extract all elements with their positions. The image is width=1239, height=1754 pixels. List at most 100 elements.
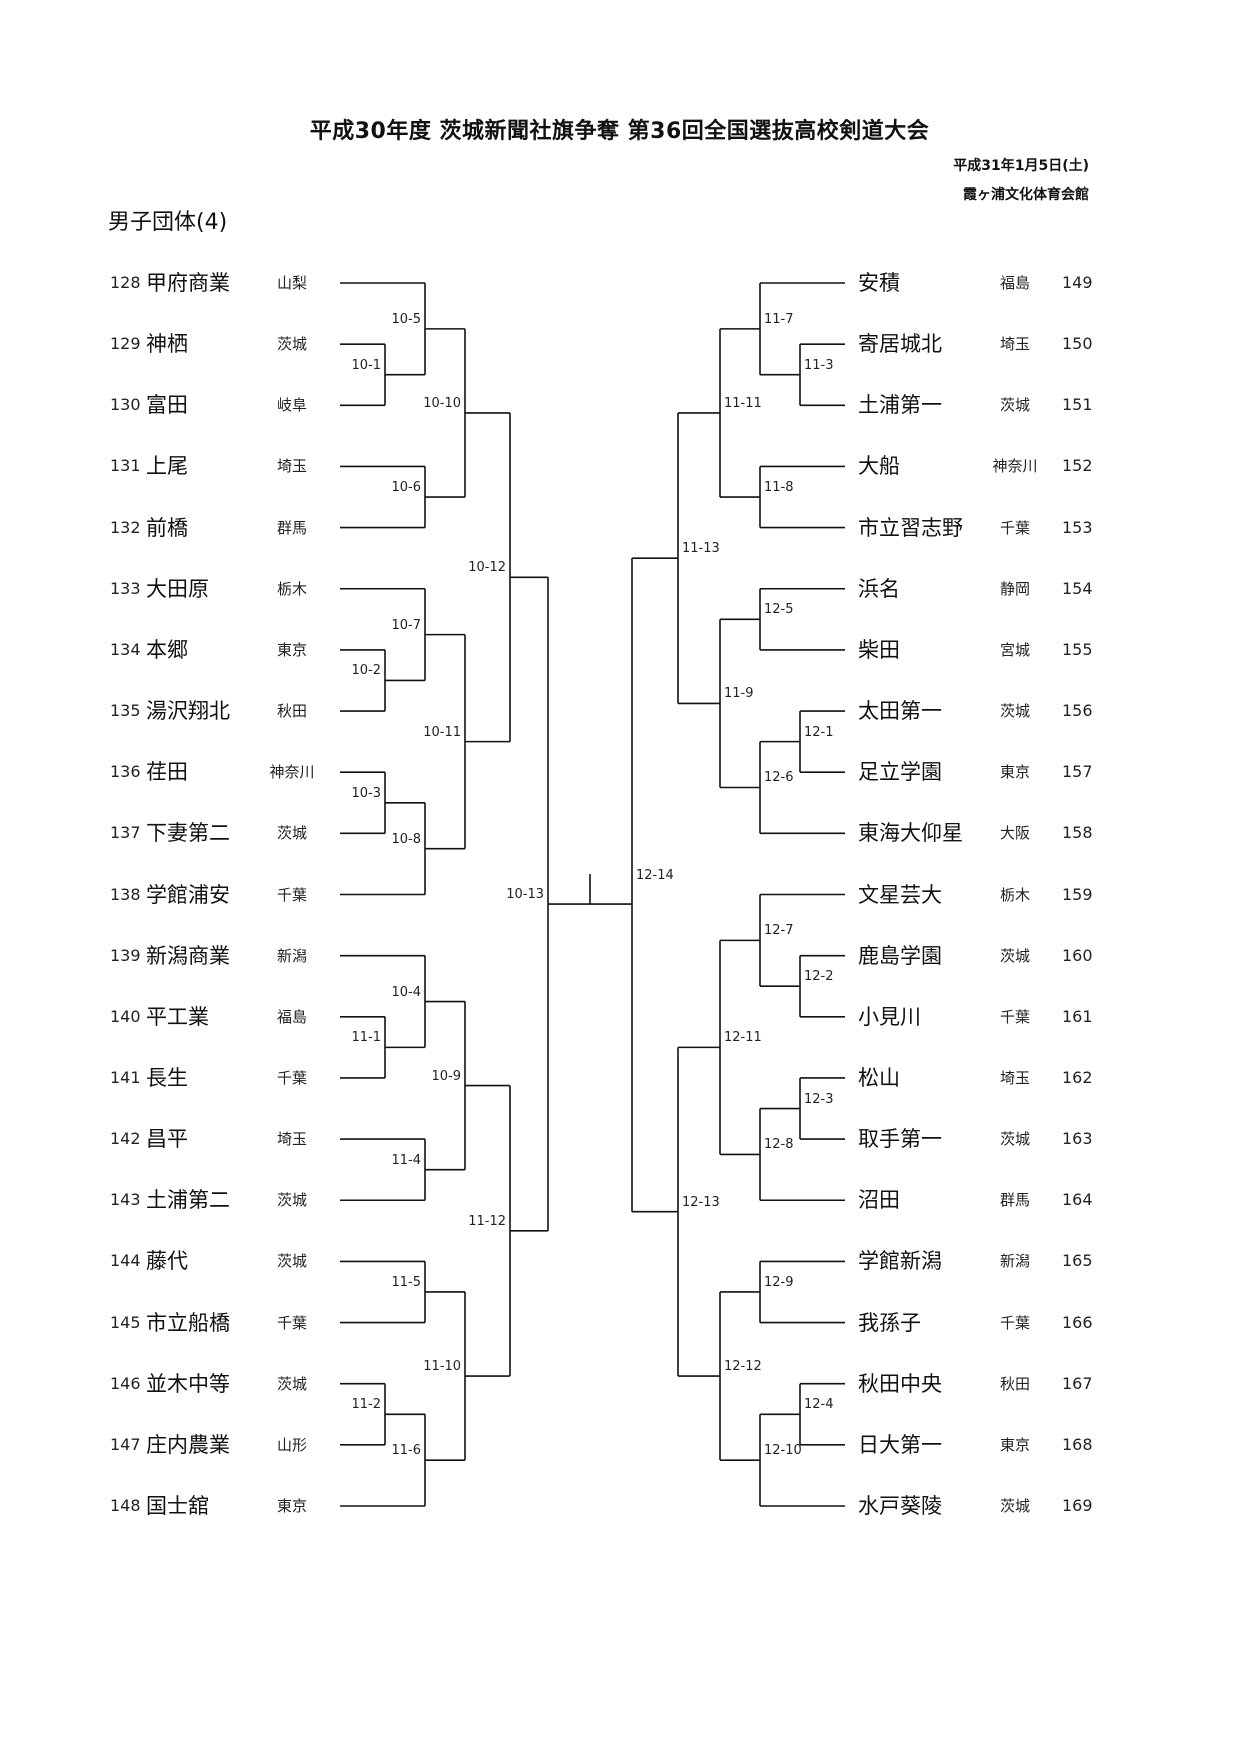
event-date: 平成31年1月5日(土) [953, 158, 1089, 174]
school-name: 市立船橋 [146, 1310, 230, 1335]
match-label: 10-7 [391, 617, 421, 633]
prefecture: 茨城 [276, 335, 307, 354]
entry-number: 157 [1062, 762, 1093, 782]
entry-number: 149 [1062, 273, 1093, 292]
prefecture: 茨城 [999, 946, 1030, 965]
match-label: 10-5 [391, 311, 421, 327]
match-label: 11-12 [468, 1213, 506, 1229]
match-label: 12-9 [764, 1274, 794, 1290]
school-name: 柴田 [858, 637, 900, 662]
entry-number: 131 [110, 456, 141, 476]
match-label: 12-13 [682, 1194, 720, 1210]
match-label: 10-1 [351, 357, 381, 373]
entry-number: 138 [110, 884, 141, 904]
prefecture: 神奈川 [992, 457, 1038, 476]
entry-number: 141 [110, 1067, 141, 1087]
school-name: 土浦第一 [858, 393, 942, 418]
entry-number: 148 [110, 1496, 141, 1515]
prefecture: 宮城 [999, 640, 1030, 659]
prefecture: 静岡 [999, 579, 1030, 598]
school-name: 秋田中央 [858, 1371, 942, 1396]
school-name: 学館新潟 [858, 1249, 942, 1274]
school-name: 大田原 [146, 576, 209, 601]
prefecture: 埼玉 [999, 335, 1030, 354]
match-label: 12-5 [764, 602, 794, 618]
prefecture: 群馬 [276, 518, 307, 537]
entry-number: 147 [110, 1434, 141, 1454]
school-name: 取手第一 [858, 1127, 942, 1152]
prefecture: 茨城 [276, 1374, 307, 1393]
entry-number: 160 [1062, 945, 1093, 965]
school-name: 沼田 [858, 1188, 900, 1213]
prefecture: 茨城 [999, 1497, 1030, 1515]
entry-number: 137 [110, 823, 141, 843]
prefecture: 千葉 [276, 1068, 307, 1087]
school-name: 足立学園 [858, 760, 942, 785]
entry-number: 155 [1062, 639, 1093, 659]
prefecture: 埼玉 [999, 1068, 1030, 1087]
match-label: 12-6 [764, 770, 794, 786]
match-label: 12-2 [804, 969, 834, 985]
prefecture: 千葉 [999, 518, 1030, 537]
section-heading: 男子団体(4) [108, 210, 228, 235]
match-label: 12-8 [764, 1137, 794, 1153]
entry-number: 143 [110, 1190, 141, 1210]
school-name: 平工業 [146, 1004, 209, 1029]
entry-row: 足立学園 東京 157 [0, 759, 1239, 785]
match-label: 10-11 [423, 724, 461, 740]
school-name: 浜名 [858, 576, 900, 601]
entry-number: 144 [110, 1251, 141, 1271]
prefecture: 群馬 [999, 1191, 1030, 1210]
entry-number: 167 [1062, 1373, 1093, 1393]
entry-number: 145 [110, 1312, 141, 1332]
school-name: 並木中等 [146, 1371, 230, 1396]
entry-number: 128 [110, 273, 141, 292]
school-name: 甲府商業 [146, 271, 230, 295]
match-label: 11-3 [804, 357, 834, 373]
tournament-title: 平成30年度 茨城新聞社旗争奪 第36回全国選抜高校剣道大会 [309, 119, 930, 144]
entry-number: 153 [1062, 517, 1093, 537]
school-name: 小見川 [858, 1004, 921, 1029]
prefecture: 東京 [999, 763, 1030, 782]
school-name: 下妻第二 [146, 821, 230, 846]
entry-number: 146 [110, 1373, 141, 1393]
prefecture: 栃木 [276, 579, 307, 598]
prefecture: 秋田 [276, 702, 307, 721]
school-name: 富田 [146, 393, 188, 418]
prefecture: 茨城 [276, 1191, 307, 1210]
entry-number: 169 [1062, 1496, 1093, 1515]
prefecture: 岐阜 [276, 396, 307, 415]
school-name: 新潟商業 [146, 943, 230, 968]
school-name: 我孫子 [858, 1310, 921, 1335]
school-name: 神栖 [146, 332, 188, 357]
school-name: 国士舘 [146, 1494, 209, 1518]
entry-number: 134 [110, 639, 141, 659]
prefecture: 福島 [276, 1007, 307, 1026]
prefecture: 秋田 [999, 1374, 1030, 1393]
school-name: 本郷 [146, 637, 188, 662]
entry-number: 132 [110, 517, 141, 537]
prefecture: 千葉 [999, 1313, 1030, 1332]
school-name: 長生 [146, 1065, 188, 1090]
prefecture: 茨城 [999, 702, 1030, 721]
